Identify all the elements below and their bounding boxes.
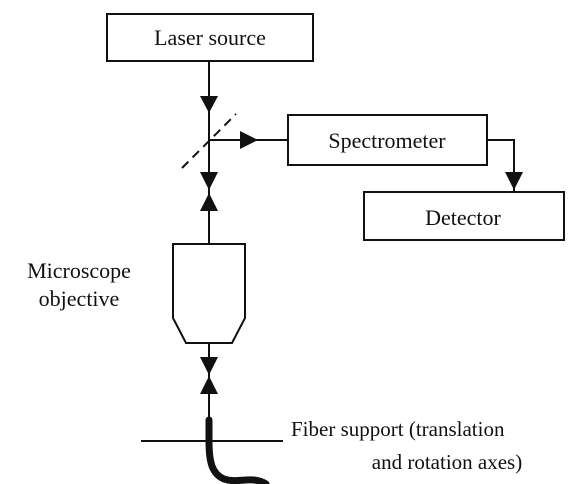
- arrow-up-from-objective-1: [200, 193, 218, 211]
- arrow-down-from-laser: [200, 96, 218, 113]
- optical-fiber: [205, 416, 270, 484]
- arrow-down-to-detector: [505, 172, 523, 190]
- laser-source-label: Laser source: [154, 25, 266, 50]
- spectrometer-label: Spectrometer: [328, 128, 446, 153]
- fiber-support-label-line1: Fiber support (translation: [291, 417, 505, 441]
- arrow-right-to-spectrometer: [240, 131, 258, 149]
- arrow-up-from-fiber: [200, 376, 218, 394]
- detector-label: Detector: [425, 205, 501, 230]
- arrow-down-to-objective-1: [200, 172, 218, 190]
- spectrometer-to-detector-line: [487, 139, 515, 192]
- objective-label-line2: objective: [39, 286, 120, 311]
- objective-label-line1: Microscope: [27, 258, 131, 283]
- laser-source-box: [106, 13, 314, 62]
- microscope-objective-shape: [172, 243, 246, 344]
- spectrometer-box: [287, 114, 488, 166]
- fiber-support-label-line2: and rotation axes): [372, 450, 522, 474]
- arrow-down-to-fiber: [200, 357, 218, 375]
- detector-box: [363, 191, 565, 241]
